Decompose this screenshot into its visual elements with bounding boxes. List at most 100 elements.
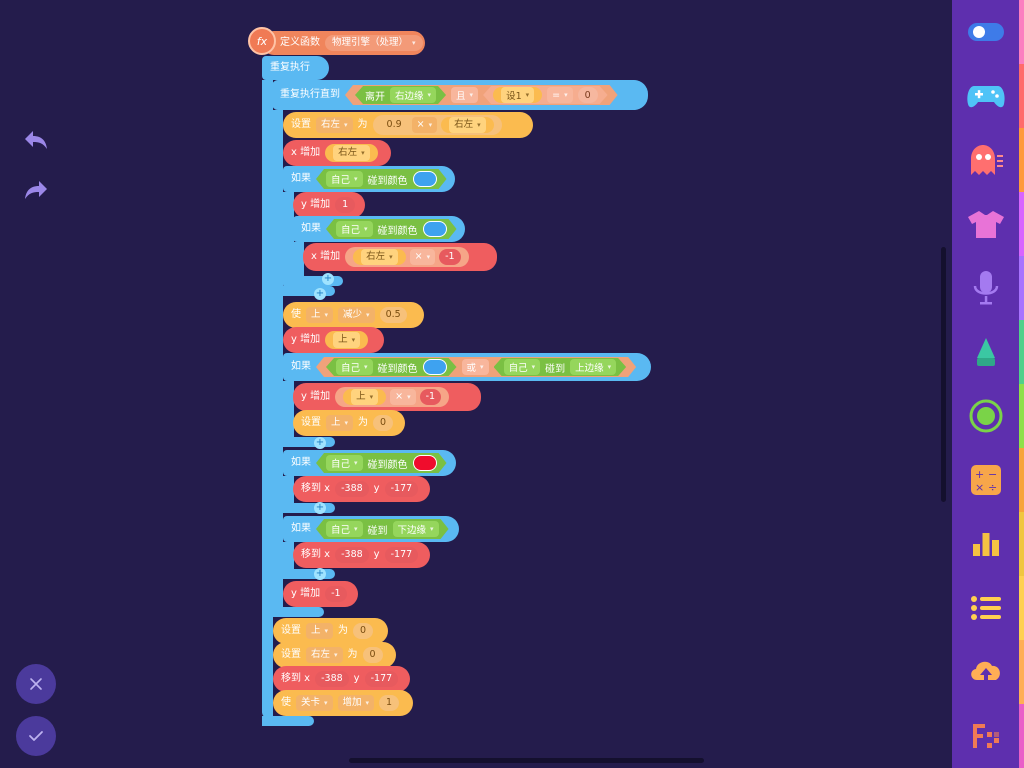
function-name[interactable]: 物理引擎（处理） (325, 35, 423, 51)
variable-dropdown[interactable]: 右左 (306, 647, 343, 663)
add-block-button[interactable]: + (314, 288, 326, 300)
var-reporter[interactable]: 上 (325, 331, 369, 349)
change-y-block[interactable]: y 增加 1 (293, 192, 365, 218)
x-input[interactable]: -388 (335, 481, 369, 497)
set-variable-block[interactable]: 设置 上 为 0 (293, 410, 405, 436)
color-swatch[interactable] (413, 455, 437, 471)
add-block-button[interactable]: + (314, 437, 326, 449)
and-dropdown[interactable]: 且 (451, 87, 478, 103)
if-block[interactable]: 如果 自己 碰到颜色 (283, 166, 455, 192)
value-input[interactable]: 0 (353, 623, 374, 639)
change-y-block[interactable]: y 增加 -1 (283, 581, 358, 607)
y-input[interactable]: -177 (384, 481, 419, 497)
var-reporter[interactable]: 上 (343, 389, 387, 405)
change-variable-block[interactable]: 使 上 减少 0.5 (283, 302, 424, 328)
multiply-reporter[interactable]: 0.9 × 右左 (372, 115, 502, 135)
operation-dropdown[interactable]: 增加 (337, 695, 375, 711)
var-dropdown[interactable]: 右左 (361, 249, 398, 265)
touching-color-condition[interactable]: 自己 碰到颜色 (316, 453, 447, 473)
change-variable-block[interactable]: 使 关卡 增加 1 (273, 690, 413, 716)
sprite-dropdown[interactable]: 自己 (336, 359, 373, 375)
repeat-until-block[interactable]: 重复执行直到 离开 右边缘 且 设1 = 0 (272, 80, 648, 110)
var-dropdown[interactable]: 上 (333, 332, 361, 348)
if-block[interactable]: 如果 自己 碰到颜色 或 自己 碰到 上边缘 (283, 353, 651, 381)
change-x-block[interactable]: x 增加 右左 (283, 140, 391, 166)
sprite-dropdown[interactable]: 自己 (504, 359, 541, 375)
edge-dropdown[interactable]: 下边缘 (393, 521, 439, 537)
category-costume[interactable] (962, 200, 1010, 248)
color-swatch[interactable] (413, 171, 437, 187)
color-swatch[interactable] (423, 221, 447, 237)
goto-xy-block[interactable]: 移到 x -388 y -177 (293, 542, 430, 568)
goto-xy-block[interactable]: 移到 x -388 y -177 (293, 476, 430, 502)
touching-color-condition[interactable]: 自己 碰到颜色 (326, 358, 457, 376)
y-input[interactable]: -177 (384, 547, 419, 563)
variable-dropdown[interactable]: 关卡 (296, 695, 333, 711)
var-reporter[interactable]: 右左 (325, 144, 378, 162)
var-reporter[interactable]: 右左 (353, 249, 406, 265)
variable-dropdown[interactable]: 上 (306, 623, 334, 639)
and-condition[interactable]: 离开 右边缘 且 设1 = 0 (345, 85, 618, 105)
touching-color-condition[interactable]: 自己 碰到颜色 (316, 169, 447, 189)
value-input[interactable]: -1 (325, 586, 347, 602)
variable-dropdown[interactable]: 上 (306, 307, 334, 323)
category-sound[interactable] (962, 264, 1010, 312)
sprite-dropdown[interactable]: 自己 (326, 455, 363, 471)
equals-value[interactable]: 0 (578, 87, 598, 103)
vertical-scrollbar[interactable] (941, 247, 946, 502)
var-dropdown[interactable]: 右左 (449, 117, 486, 133)
equals-condition[interactable]: 设1 = 0 (483, 86, 608, 104)
sprite-dropdown[interactable]: 自己 (326, 521, 363, 537)
set-variable-block[interactable]: 设置 上 为 0 (273, 618, 388, 644)
var-dropdown[interactable]: 设1 (501, 87, 534, 103)
x-input[interactable]: -388 (315, 671, 349, 687)
or-condition[interactable]: 自己 碰到颜色 或 自己 碰到 上边缘 (316, 357, 636, 377)
add-block-button[interactable]: + (314, 568, 326, 580)
add-block-button[interactable]: + (322, 273, 334, 285)
touching-color-condition[interactable]: 自己 碰到颜色 (326, 219, 457, 239)
category-cloud[interactable] (962, 648, 1010, 696)
confirm-button[interactable] (16, 716, 56, 756)
value-input[interactable]: 1 (335, 197, 356, 213)
category-operators[interactable]: +−×÷ (962, 456, 1010, 504)
value-input[interactable]: 0 (373, 415, 394, 431)
variable-dropdown[interactable]: 上 (326, 415, 354, 431)
undo-button[interactable] (20, 126, 52, 154)
leave-condition[interactable]: 离开 右边缘 (355, 86, 446, 104)
set-variable-dropdown[interactable]: 右左 (316, 117, 353, 133)
value-input[interactable]: -1 (419, 389, 442, 405)
define-function-block[interactable]: 定义函数 物理引擎（处理） (262, 31, 425, 55)
edge-dropdown[interactable]: 右边缘 (390, 87, 436, 103)
if-block[interactable]: 如果 自己 碰到颜色 (293, 216, 465, 242)
category-pen[interactable] (962, 328, 1010, 376)
multiply-op-dropdown[interactable]: × (411, 117, 438, 133)
forever-block[interactable]: 重复执行 (262, 56, 329, 80)
var-reporter[interactable]: 右左 (441, 117, 494, 133)
category-events[interactable] (962, 392, 1010, 440)
sprite-dropdown[interactable]: 自己 (336, 221, 373, 237)
var-reporter[interactable]: 设1 (493, 87, 542, 103)
category-toggle[interactable] (962, 8, 1010, 56)
redo-button[interactable] (20, 176, 52, 204)
sprite-dropdown[interactable]: 自己 (326, 171, 363, 187)
multiply-op-dropdown[interactable]: × (390, 389, 416, 405)
x-input[interactable]: -388 (335, 547, 369, 563)
y-input[interactable]: -177 (364, 671, 399, 687)
multiply-reporter[interactable]: 上 × -1 (335, 387, 450, 407)
change-y-block[interactable]: y 增加 上 × -1 (293, 383, 481, 411)
value-input[interactable]: 0.5 (379, 307, 407, 323)
value-input[interactable]: 0 (362, 647, 383, 663)
multiply-op-dropdown[interactable]: × (409, 249, 436, 265)
set-variable-block[interactable]: 设置 右左 为 0 (273, 642, 396, 668)
touching-edge-condition[interactable]: 自己 碰到 上边缘 (494, 358, 627, 376)
category-game[interactable] (962, 72, 1010, 120)
cancel-button[interactable] (16, 664, 56, 704)
goto-xy-block[interactable]: 移到 x -388 y -177 (273, 666, 410, 692)
color-swatch[interactable] (423, 359, 447, 375)
if-block[interactable]: 如果 自己 碰到颜色 (283, 450, 456, 476)
category-looks[interactable] (962, 136, 1010, 184)
or-dropdown[interactable]: 或 (462, 359, 489, 375)
category-lists[interactable] (962, 584, 1010, 632)
edge-dropdown[interactable]: 上边缘 (570, 359, 616, 375)
